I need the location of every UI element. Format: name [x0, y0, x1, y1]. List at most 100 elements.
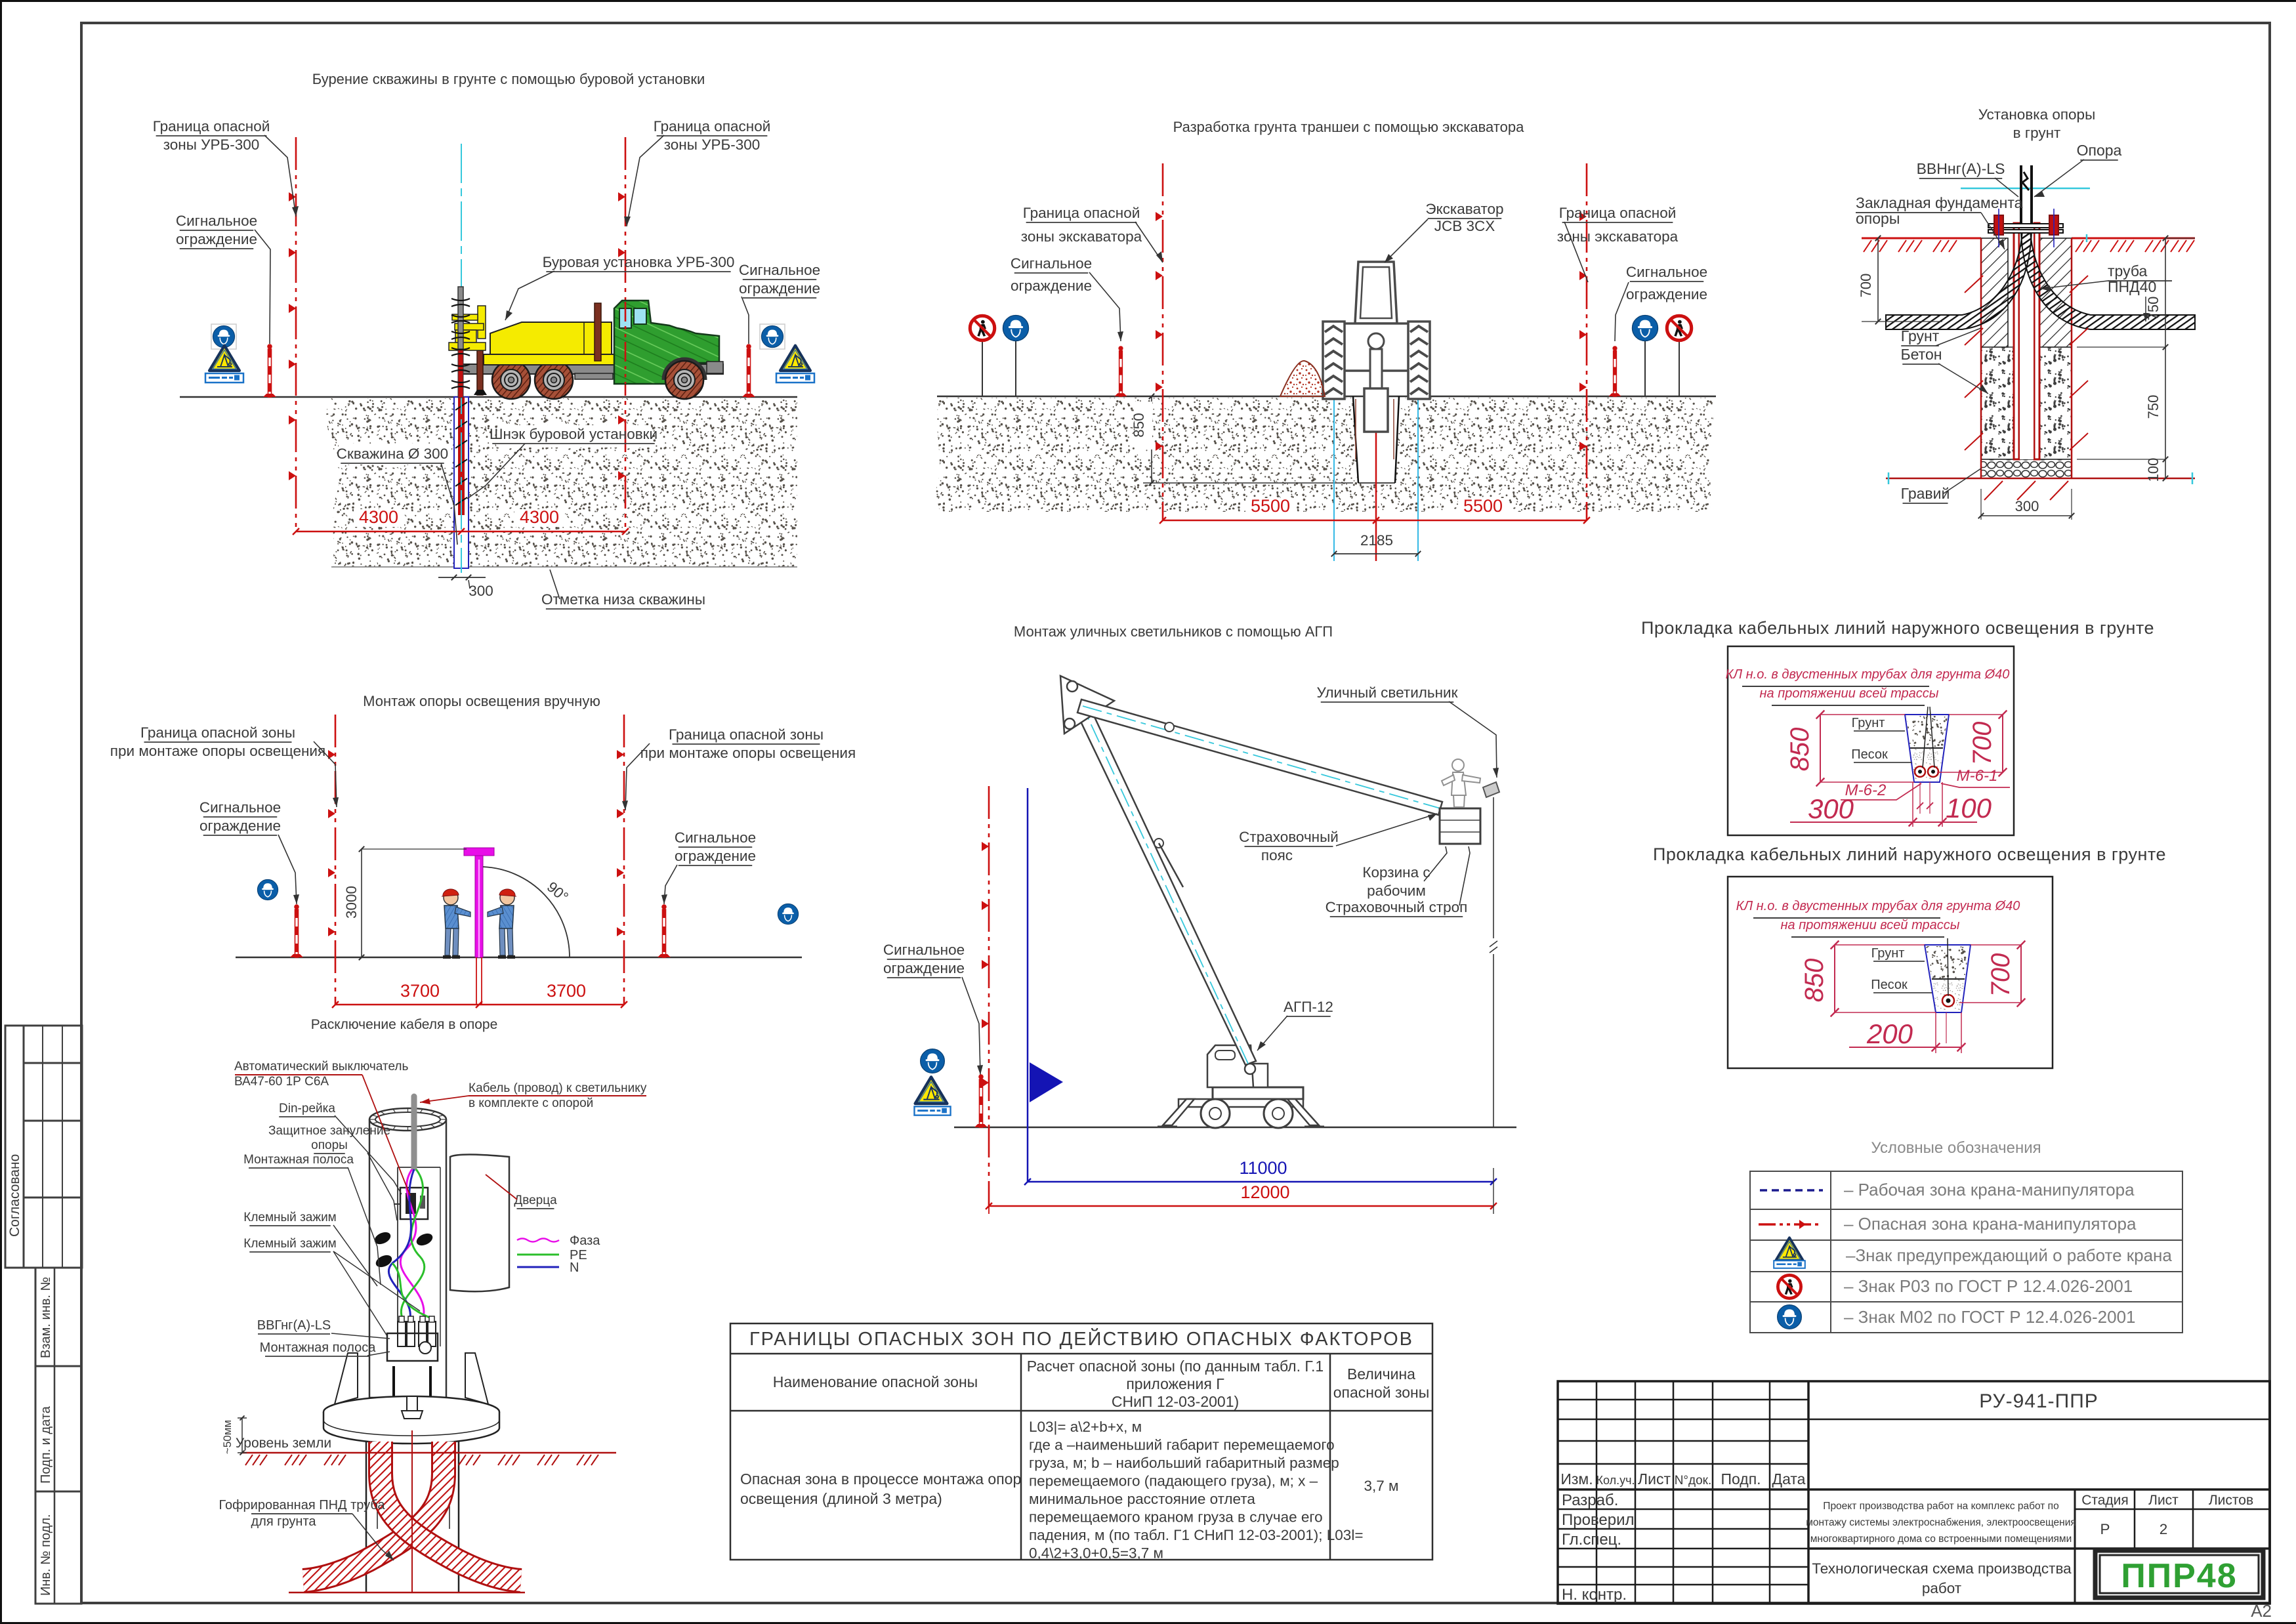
svg-text:ограждение: ограждение: [199, 818, 281, 834]
svg-text:L03|= a\2+b+x, м: L03|= a\2+b+x, м: [1029, 1419, 1142, 1435]
svg-text:Опасная зона в процессе монтаж: Опасная зона в процессе монтажа опор: [740, 1470, 1021, 1488]
svg-text:4300: 4300: [520, 507, 559, 527]
svg-text:Опора: Опора: [2077, 142, 2122, 159]
svg-text:Наименование опасной зоны: Наименование опасной зоны: [773, 1373, 978, 1390]
svg-text:Изм.: Изм.: [1560, 1470, 1593, 1488]
svg-text:– Опасная зона крана-манипулят: – Опасная зона крана-манипулятора: [1844, 1214, 2137, 1234]
svg-text:зоны экскаватора: зоны экскаватора: [1021, 228, 1142, 245]
svg-text:в грунт: в грунт: [2013, 125, 2061, 141]
svg-text:ВВГнг(А)-LS: ВВГнг(А)-LS: [257, 1318, 331, 1333]
svg-text:Корзина с: Корзина с: [1362, 864, 1430, 881]
svg-text:Уличный светильник: Уличный светильник: [1317, 684, 1458, 701]
svg-text:–Знак предупреждающий о работе: –Знак предупреждающий о работе крана: [1846, 1245, 2172, 1265]
svg-text:200: 200: [1866, 1018, 1913, 1049]
svg-text:Закладная фундамента: Закладная фундамента: [1856, 194, 2023, 211]
svg-text:Бурение скважины в грунте с по: Бурение скважины в грунте с помощью буро…: [312, 71, 705, 87]
svg-text:где а –наименьший габарит пере: где а –наименьший габарит перемещаемого: [1029, 1437, 1335, 1453]
svg-text:ППР48: ППР48: [2121, 1557, 2237, 1595]
svg-text:700: 700: [1858, 274, 1874, 298]
svg-text:Листов: Листов: [2209, 1493, 2253, 1508]
svg-text:Расчет опасной зоны (по данным: Расчет опасной зоны (по данным табл. Г.1: [1027, 1358, 1324, 1375]
svg-text:Песок: Песок: [1871, 978, 1908, 992]
svg-text:ограждение: ограждение: [739, 280, 820, 297]
svg-text:минимальное расстояние отлета: минимальное расстояние отлета: [1029, 1491, 1255, 1507]
svg-text:– Рабочая зона крана-манипулят: – Рабочая зона крана-манипулятора: [1844, 1180, 2135, 1199]
svg-text:Лист: Лист: [1638, 1470, 1671, 1488]
svg-text:300: 300: [1808, 793, 1854, 824]
svg-text:– Знак М02 по ГОСТ Р 12.4.026-: – Знак М02 по ГОСТ Р 12.4.026-2001: [1844, 1307, 2136, 1327]
svg-text:700: 700: [1986, 953, 2015, 997]
svg-text:Условные обозначения: Условные обозначения: [1871, 1139, 2041, 1157]
svg-text:Технологическая схема производ: Технологическая схема производства: [1812, 1560, 2072, 1577]
svg-text:12000: 12000: [1240, 1182, 1289, 1202]
svg-text:для грунта: для грунта: [251, 1514, 316, 1529]
svg-text:Взам. инв. №: Взам. инв. №: [39, 1277, 53, 1358]
svg-text:Сигнальное: Сигнальное: [1011, 255, 1092, 272]
svg-text:Клемный зажим: Клемный зажим: [243, 1237, 337, 1251]
svg-text:Сигнальное: Сигнальное: [675, 829, 756, 846]
svg-text:Установка опоры: Установка опоры: [1978, 106, 2096, 123]
svg-text:Страховочный: Страховочный: [1239, 829, 1339, 845]
svg-text:Р: Р: [2100, 1521, 2110, 1537]
svg-text:Клемный зажим: Клемный зажим: [243, 1211, 337, 1224]
svg-text:5500: 5500: [1251, 496, 1290, 516]
svg-text:Кабель (провод) к светильнику: Кабель (провод) к светильнику: [469, 1081, 647, 1095]
svg-text:опоры: опоры: [311, 1138, 348, 1152]
svg-text:КЛ н.о. в двустенных трубах дл: КЛ н.о. в двустенных трубах для грунта Ø…: [1736, 899, 2020, 913]
svg-text:АГП-12: АГП-12: [1284, 999, 1333, 1015]
svg-text:Буровая установка УРБ-300: Буровая установка УРБ-300: [543, 254, 735, 270]
svg-text:850: 850: [1800, 959, 1829, 1003]
svg-text:Монтаж опоры освещения вручную: Монтаж опоры освещения вручную: [363, 693, 600, 709]
svg-text:Стадия: Стадия: [2081, 1493, 2129, 1508]
svg-text:Защитное зануление: Защитное зануление: [268, 1124, 390, 1138]
svg-text:850: 850: [1785, 728, 1814, 772]
svg-text:Уровень земли: Уровень земли: [236, 1436, 331, 1451]
svg-text:0,4\2+3,0+0,5=3,7 м: 0,4\2+3,0+0,5=3,7 м: [1029, 1545, 1163, 1562]
svg-text:зоны УРБ-300: зоны УРБ-300: [664, 136, 761, 153]
svg-text:ВВНнг(А)-LS: ВВНнг(А)-LS: [1917, 160, 2005, 177]
svg-text:N°док.: N°док.: [1675, 1474, 1712, 1488]
svg-text:опасной зоны: опасной зоны: [1333, 1384, 1430, 1401]
svg-text:КЛ н.о. в двустенных трубах дл: КЛ н.о. в двустенных трубах для грунта Ø…: [1726, 667, 2010, 682]
svg-text:Разраб.: Разраб.: [1562, 1491, 1618, 1509]
svg-text:Сигнальное: Сигнальное: [176, 213, 257, 229]
svg-text:Граница опасной: Граница опасной: [1559, 205, 1677, 221]
svg-text:СНиП 12-03-2001): СНиП 12-03-2001): [1112, 1393, 1239, 1410]
svg-text:Монтаж уличных светильников с: Монтаж уличных светильников с помощью АГ…: [1014, 623, 1333, 640]
svg-text:Дата: Дата: [1772, 1470, 1806, 1488]
svg-text:750: 750: [2145, 297, 2161, 321]
svg-text:Проект производства работ на к: Проект производства работ на комплекс ра…: [1823, 1501, 2058, 1512]
svg-text:Граница опасной зоны: Граница опасной зоны: [140, 724, 295, 741]
svg-text:Инв. № подл.: Инв. № подл.: [39, 1514, 53, 1596]
svg-text:Согласовано: Согласовано: [7, 1154, 22, 1237]
svg-text:PE: PE: [570, 1248, 587, 1262]
svg-text:Прокладка кабельных линий н: Прокладка кабельных линий наружного осве…: [1653, 844, 2166, 864]
svg-text:труба: труба: [2108, 262, 2147, 280]
svg-text:работ: работ: [1922, 1580, 1961, 1596]
svg-text:Песок: Песок: [1851, 747, 1888, 762]
svg-text:Бетон: Бетон: [1901, 346, 1942, 363]
svg-text:падения, м (по табл. Г1 СНиП 1: падения, м (по табл. Г1 СНиП 12-03-2001)…: [1029, 1527, 1363, 1543]
svg-text:Экскаватор: Экскаватор: [1425, 201, 1503, 217]
svg-text:100: 100: [1946, 793, 1992, 823]
svg-text:Граница опасной: Граница опасной: [654, 118, 771, 135]
svg-text:ВА47-60 1Р С6А: ВА47-60 1Р С6А: [234, 1075, 329, 1089]
svg-text:750: 750: [2145, 395, 2161, 419]
svg-text:при монтаже опоры освещения: при монтаже опоры освещения: [640, 745, 856, 761]
svg-text:Проверил: Проверил: [1562, 1511, 1635, 1529]
svg-text:Сигнальное: Сигнальное: [883, 942, 965, 958]
svg-text:Подп.: Подп.: [1721, 1470, 1761, 1488]
svg-text:Прокладка кабельных линий н: Прокладка кабельных линий наружного осве…: [1641, 618, 2154, 638]
svg-text:рабочим: рабочим: [1367, 883, 1426, 899]
svg-text:Скважина Ø 300: Скважина Ø 300: [337, 446, 448, 462]
svg-text:Автоматический выключатель: Автоматический выключатель: [234, 1060, 408, 1073]
svg-text:Величина: Величина: [1347, 1365, 1415, 1383]
svg-text:Гофрированная ПНД труба: Гофрированная ПНД труба: [219, 1498, 385, 1512]
svg-text:2185: 2185: [1360, 532, 1393, 549]
svg-text:Шнэк буровой установки: Шнэк буровой установки: [490, 426, 657, 442]
svg-text:Кол.уч.: Кол.уч.: [1597, 1474, 1635, 1487]
svg-text:ограждение: ограждение: [176, 231, 257, 247]
svg-text:Грунт: Грунт: [1901, 327, 1940, 344]
svg-text:4300: 4300: [359, 507, 398, 527]
svg-text:300: 300: [2015, 498, 2039, 514]
